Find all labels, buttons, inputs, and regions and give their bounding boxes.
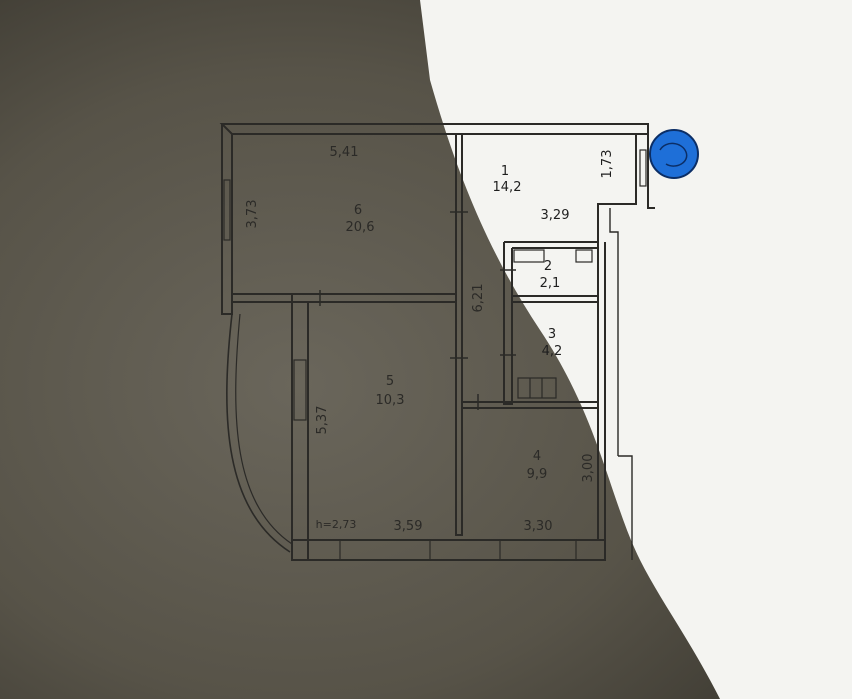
dim-bottom-room5: 3,59 [394, 519, 423, 534]
room-6-number: 6 [354, 203, 362, 218]
dim-bottom-room4: 3,30 [524, 519, 553, 534]
dim-room1-right: 1,73 [600, 150, 615, 179]
bathroom-fixtures [513, 249, 593, 399]
room-2-number: 2 [544, 259, 552, 274]
room-3-area: 4,2 [542, 344, 563, 359]
dim-left-room6: 3,73 [245, 200, 260, 229]
room-1-number: 1 [501, 164, 509, 179]
room-5-number: 5 [386, 374, 394, 389]
room-5-area: 10,3 [376, 393, 405, 408]
dim-balcony: h=2,73 [316, 518, 357, 531]
dim-left-room5: 5,37 [315, 406, 330, 435]
blue-stamp-mark [649, 129, 699, 179]
dim-corridor: 6,21 [471, 284, 486, 313]
dim-top-room6: 5,41 [330, 145, 359, 160]
room-2-area: 2,1 [540, 276, 561, 291]
walls [219, 123, 655, 561]
room-4-number: 4 [533, 449, 541, 464]
room-1-area: 14,2 [493, 180, 522, 195]
lit-paper-area [420, 0, 852, 699]
room-4-area: 9,9 [527, 467, 548, 482]
windows [223, 149, 647, 561]
room-6-area: 20,6 [346, 220, 375, 235]
dim-right-room4: 3,00 [581, 454, 596, 483]
dim-room1-bottom: 3,29 [541, 208, 570, 223]
door-marks [319, 211, 516, 410]
room-3-number: 3 [548, 327, 556, 342]
